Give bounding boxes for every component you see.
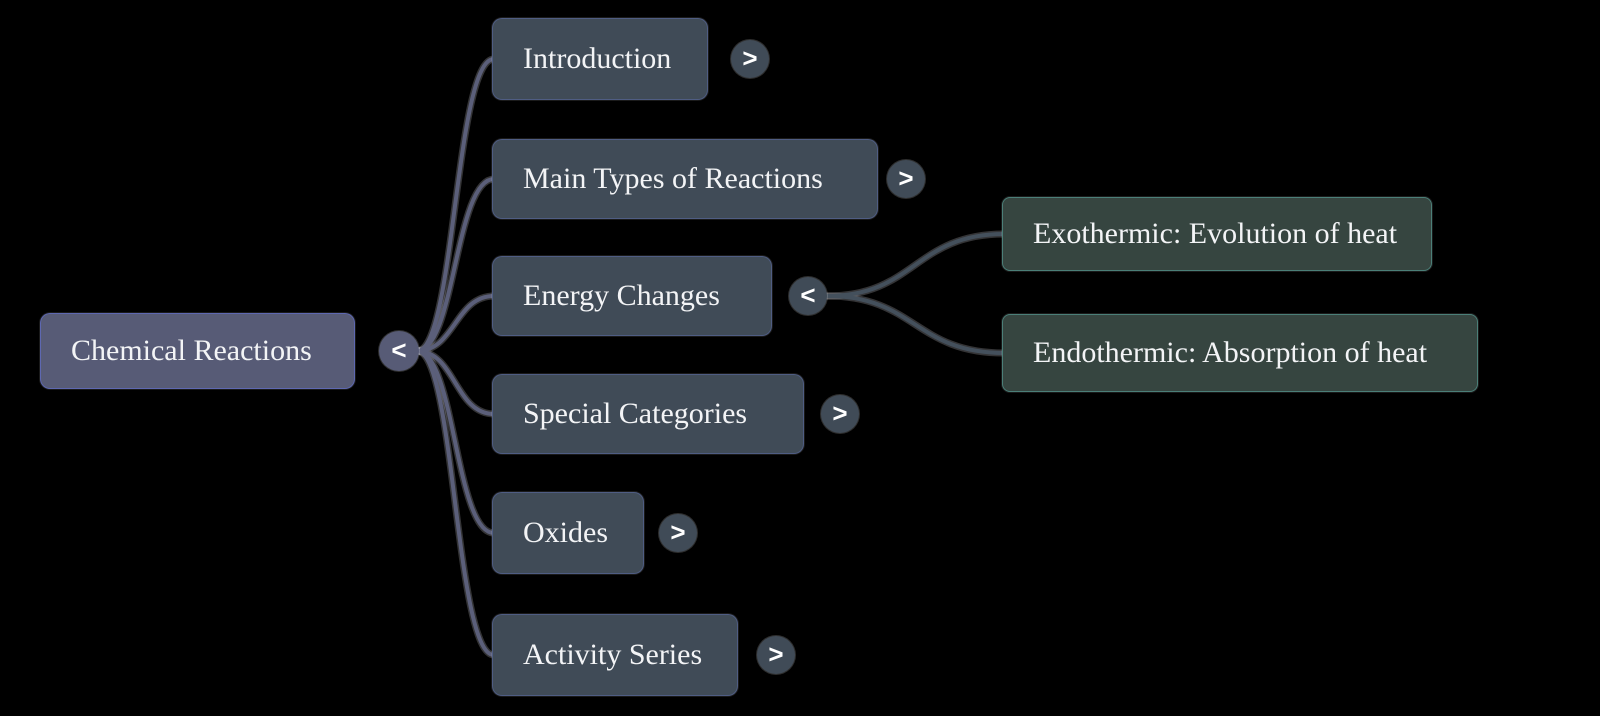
edge-root-introduction (415, 57, 496, 353)
node-oxides-label: Oxides (523, 516, 608, 549)
node-introduction[interactable]: Introduction (492, 18, 708, 100)
expand-toggle-introduction[interactable]: > (731, 40, 769, 78)
expand-toggle-main-types-of-reactions[interactable]: > (887, 160, 925, 198)
collapse-toggle-chemical-reactions-glyph: < (391, 335, 407, 365)
node-oxides[interactable]: Oxides (492, 492, 644, 574)
expand-toggle-activity-series[interactable]: > (757, 636, 795, 674)
edge-root-energy-changes (415, 294, 496, 353)
expand-toggle-special-categories[interactable]: > (821, 395, 859, 433)
collapse-toggle-energy-changes[interactable]: < (789, 277, 827, 315)
node-exothermic-label: Exothermic: Evolution of heat (1033, 217, 1398, 250)
node-activity-series-label: Activity Series (523, 638, 703, 671)
expand-toggle-oxides[interactable]: > (659, 514, 697, 552)
edge-energy-endothermic (825, 294, 1006, 355)
collapse-toggle-chemical-reactions[interactable]: < (379, 331, 419, 371)
expand-toggle-oxides-glyph: > (670, 517, 686, 547)
root-branch-edges (415, 57, 496, 657)
node-special-categories-label: Special Categories (523, 397, 748, 430)
expand-toggle-special-categories-glyph: > (832, 398, 848, 428)
node-energy-changes-label: Energy Changes (523, 279, 720, 312)
edge-root-special-categories (415, 349, 496, 416)
expand-toggle-main-types-of-reactions-glyph: > (898, 163, 914, 193)
node-energy-changes[interactable]: Energy Changes (492, 256, 772, 336)
node-special-categories[interactable]: Special Categories (492, 374, 804, 454)
energy-changes-edges (825, 232, 1006, 355)
node-introduction-label: Introduction (523, 42, 672, 75)
node-main-types-of-reactions-label: Main Types of Reactions (523, 162, 823, 195)
expand-toggle-activity-series-glyph: > (768, 639, 784, 669)
node-endothermic[interactable]: Endothermic: Absorption of heat (1002, 314, 1478, 392)
node-chemical-reactions[interactable]: Chemical Reactions (40, 313, 355, 389)
node-main-types-of-reactions[interactable]: Main Types of Reactions (492, 139, 878, 219)
edge-root-oxides (415, 349, 496, 535)
node-chemical-reactions-label: Chemical Reactions (71, 334, 312, 367)
node-endothermic-label: Endothermic: Absorption of heat (1033, 336, 1428, 369)
collapse-toggle-energy-changes-glyph: < (800, 280, 816, 310)
node-activity-series[interactable]: Activity Series (492, 614, 738, 696)
edge-root-activity-series (415, 349, 496, 657)
edge-energy-exothermic (825, 232, 1006, 298)
node-exothermic[interactable]: Exothermic: Evolution of heat (1002, 197, 1432, 271)
expand-toggle-introduction-glyph: > (742, 43, 758, 73)
edge-root-main-types (415, 177, 496, 353)
